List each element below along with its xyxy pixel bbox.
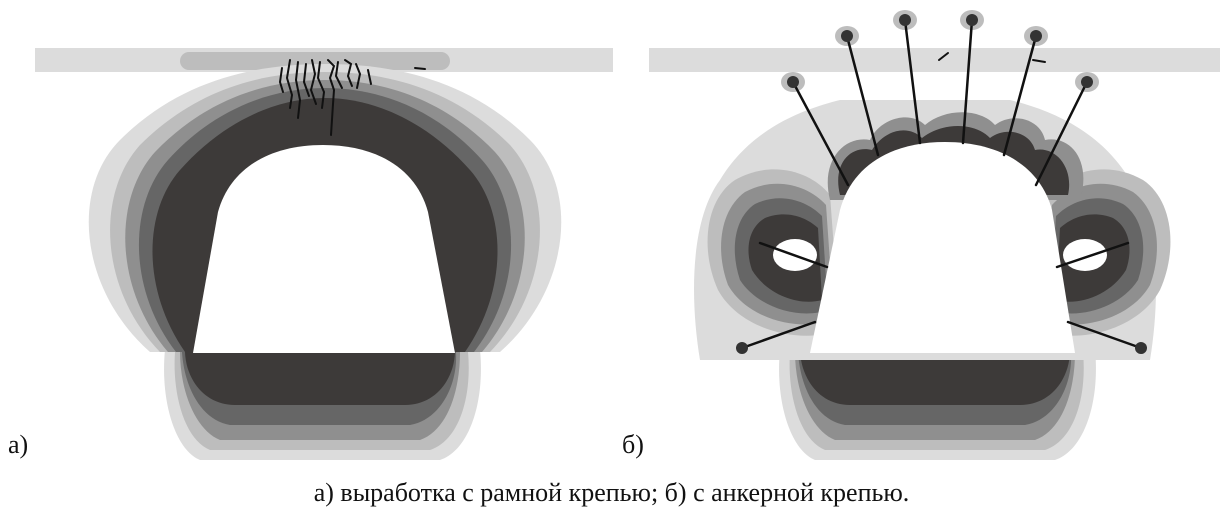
panel-b-right-lobe [1038, 169, 1171, 336]
panel-a-cracks [278, 59, 426, 136]
panel-b-opening [810, 142, 1075, 353]
panel-a-floor-zone [164, 350, 481, 460]
panel-a-stress-field [35, 48, 613, 460]
anchor-2 [845, 34, 880, 157]
panel-b-floor-zone [779, 350, 1096, 460]
anchor-7 [758, 241, 829, 269]
figure-caption: а) выработка с рамной крепью; б) с анкер… [313, 478, 910, 507]
panel-b-left-lobe [707, 169, 840, 336]
panel-a-surface-band-shade [180, 52, 450, 70]
figure [35, 10, 1220, 460]
panel-b-anchors [740, 18, 1143, 350]
panel-b-surface-band [649, 48, 1220, 72]
panel-a-letter: а) [8, 430, 29, 459]
anchor-10 [1066, 320, 1143, 350]
panel-b-letter: б) [622, 430, 644, 459]
panel-a-opening [193, 145, 455, 353]
anchor-9 [740, 320, 817, 350]
panel-b-stress-field [649, 10, 1220, 460]
anchor-8 [1055, 241, 1130, 269]
panel-b-cracks [938, 52, 1046, 63]
anchor-3 [903, 18, 922, 145]
panel-b-anchor-heads [736, 14, 1147, 354]
anchor-1 [791, 80, 850, 187]
anchor-4 [961, 18, 974, 145]
anchor-5 [1002, 34, 1038, 157]
anchor-6 [1034, 80, 1089, 187]
